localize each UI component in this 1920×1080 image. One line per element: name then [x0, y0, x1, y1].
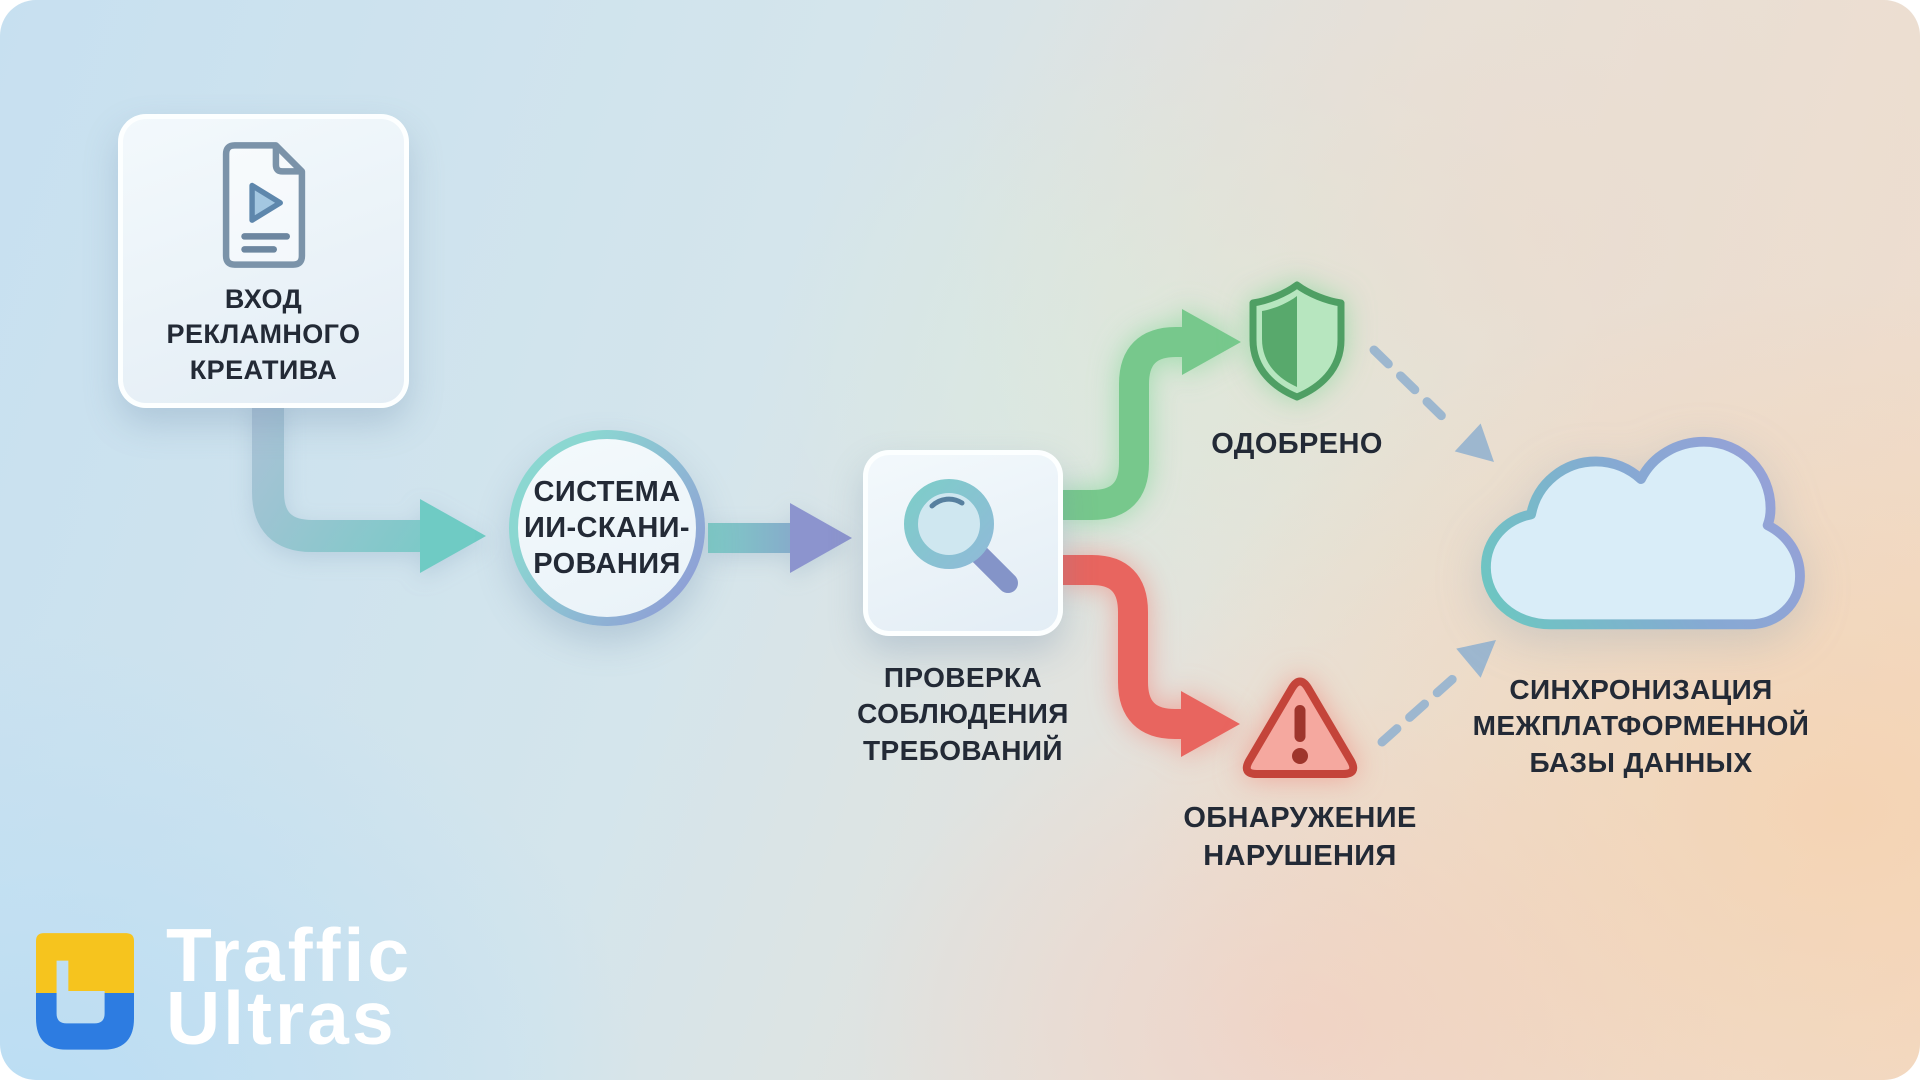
db-sync-line3: БАЗЫ ДАННЫХ	[1529, 746, 1753, 778]
arrow-scanner-to-check	[708, 503, 852, 573]
creative-input-line3: КРЕАТИВА	[189, 354, 338, 385]
logo-mark-icon	[36, 933, 134, 1050]
ai-scanner-label: СИСТЕМА ИИ-СКАНИ- РОВАНИЯ	[524, 474, 690, 583]
logo-line2: Ultras	[166, 976, 397, 1060]
node-compliance-check	[863, 450, 1063, 636]
arrow-violation-to-cloud	[1377, 640, 1496, 747]
compliance-line2: СОБЛЮДЕНИЯ	[857, 698, 1069, 730]
arrow-approved	[1058, 309, 1241, 520]
violation-label: ОБНАРУЖЕНИЕ НАРУШЕНИЯ	[1150, 800, 1450, 875]
compliance-check-label: ПРОВЕРКА СОБЛЮДЕНИЯ ТРЕБОВАНИЙ	[803, 660, 1123, 769]
compliance-line3: ТРЕБОВАНИЙ	[863, 734, 1063, 766]
arrow-violation	[1058, 555, 1240, 757]
brand-logo: Traffic Ultras	[36, 918, 412, 1056]
cloud-icon	[1468, 430, 1814, 647]
shield-icon	[1245, 280, 1349, 407]
node-ai-scanner: СИСТЕМА ИИ-СКАНИ- РОВАНИЯ	[509, 430, 705, 626]
db-sync-line1: СИНХРОНИЗАЦИЯ	[1509, 674, 1773, 705]
approved-text: ОДОБРЕНО	[1211, 428, 1383, 460]
creative-input-line2: РЕКЛАМНОГО	[166, 319, 361, 350]
warning-triangle-icon	[1238, 672, 1362, 789]
video-document-icon	[222, 142, 305, 269]
ai-scanner-line1: СИСТЕМА	[533, 475, 681, 508]
arrow-input-to-scanner	[252, 398, 486, 573]
creative-input-label: ВХОД РЕКЛАМНОГО КРЕАТИВА	[167, 282, 361, 387]
magnifier-icon	[904, 479, 1018, 593]
arrow-approved-to-cloud	[1369, 345, 1494, 462]
db-sync-line2: МЕЖПЛАТФОРМЕННОЙ	[1472, 710, 1810, 742]
compliance-line1: ПРОВЕРКА	[883, 662, 1043, 693]
approved-label: ОДОБРЕНО	[1157, 426, 1437, 464]
ai-scanner-line3: РОВАНИЯ	[533, 548, 681, 581]
node-creative-input: ВХОД РЕКЛАМНОГО КРЕАТИВА	[118, 114, 409, 408]
logo-line1: Traffic	[166, 913, 413, 997]
violation-line2: НАРУШЕНИЯ	[1203, 839, 1397, 872]
db-sync-label: СИНХРОНИЗАЦИЯ МЕЖПЛАТФОРМЕННОЙ БАЗЫ ДАНН…	[1466, 672, 1816, 781]
ai-scanner-line2: ИИ-СКАНИ-	[524, 511, 690, 544]
logo-wordmark: Traffic Ultras	[166, 913, 413, 1060]
violation-line1: ОБНАРУЖЕНИЕ	[1183, 802, 1417, 834]
creative-input-line1: ВХОД	[224, 284, 303, 315]
